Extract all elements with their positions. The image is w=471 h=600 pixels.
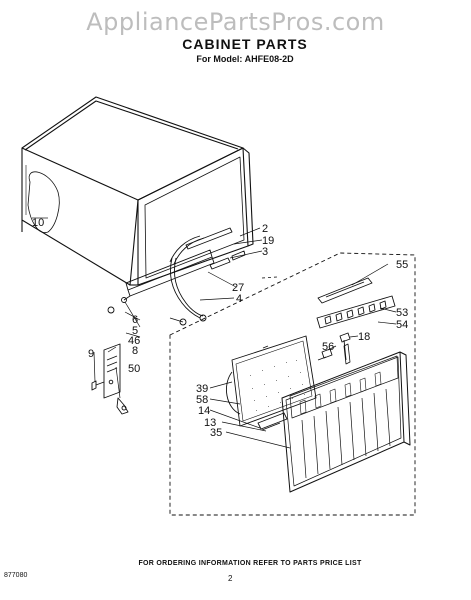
callout-2: 2: [262, 223, 268, 235]
callout-6: 6: [132, 314, 138, 326]
front-panel-assembly-outline: [169, 252, 416, 516]
callout-14: 14: [198, 405, 210, 417]
callout-19: 19: [262, 235, 274, 247]
panel-post: [343, 343, 351, 365]
filter-rail: [257, 412, 288, 431]
front-grille-panel: [281, 351, 411, 493]
page-number: 2: [228, 574, 233, 583]
callout-9: 9: [88, 348, 94, 360]
callout-35: 35: [210, 427, 222, 439]
callout-18: 18: [358, 331, 370, 343]
air-filter: [225, 335, 317, 427]
cabinet-shell: [21, 96, 254, 297]
callout-13: 13: [204, 417, 216, 429]
callout-27: 27: [232, 282, 244, 294]
callout-55: 55: [396, 259, 408, 271]
callout-4: 4: [236, 293, 242, 305]
callout-58: 58: [196, 394, 208, 406]
callout-54: 54: [396, 319, 408, 331]
callout-numbers: 10 2 19 3 27 4 6 5 46 8 9 50 55 53 54 18…: [32, 217, 408, 439]
watermark-text: AppliancePartsPros.com: [86, 8, 385, 36]
callout-10: 10: [32, 217, 44, 229]
callout-50: 50: [128, 363, 140, 375]
callout-53: 53: [396, 307, 408, 319]
vent-grille: [316, 295, 396, 329]
clips: [317, 332, 351, 361]
callout-46: 46: [128, 335, 140, 347]
page-title: CABINET PARTS: [182, 36, 308, 52]
callout-3: 3: [262, 246, 268, 258]
control-bracket: [91, 343, 129, 415]
callout-56: 56: [322, 341, 334, 353]
callout-8: 8: [132, 345, 138, 357]
leader-lines: [32, 217, 397, 449]
callout-39: 39: [196, 383, 208, 395]
callout-5: 5: [132, 325, 138, 337]
ordering-note: FOR ORDERING INFORMATION REFER TO PARTS …: [138, 560, 362, 567]
louver-strip: [317, 277, 373, 304]
fasteners-left: [107, 295, 207, 326]
document-number: 877080: [4, 572, 28, 579]
model-subtitle: For Model: AHFE08-2D: [196, 54, 294, 64]
